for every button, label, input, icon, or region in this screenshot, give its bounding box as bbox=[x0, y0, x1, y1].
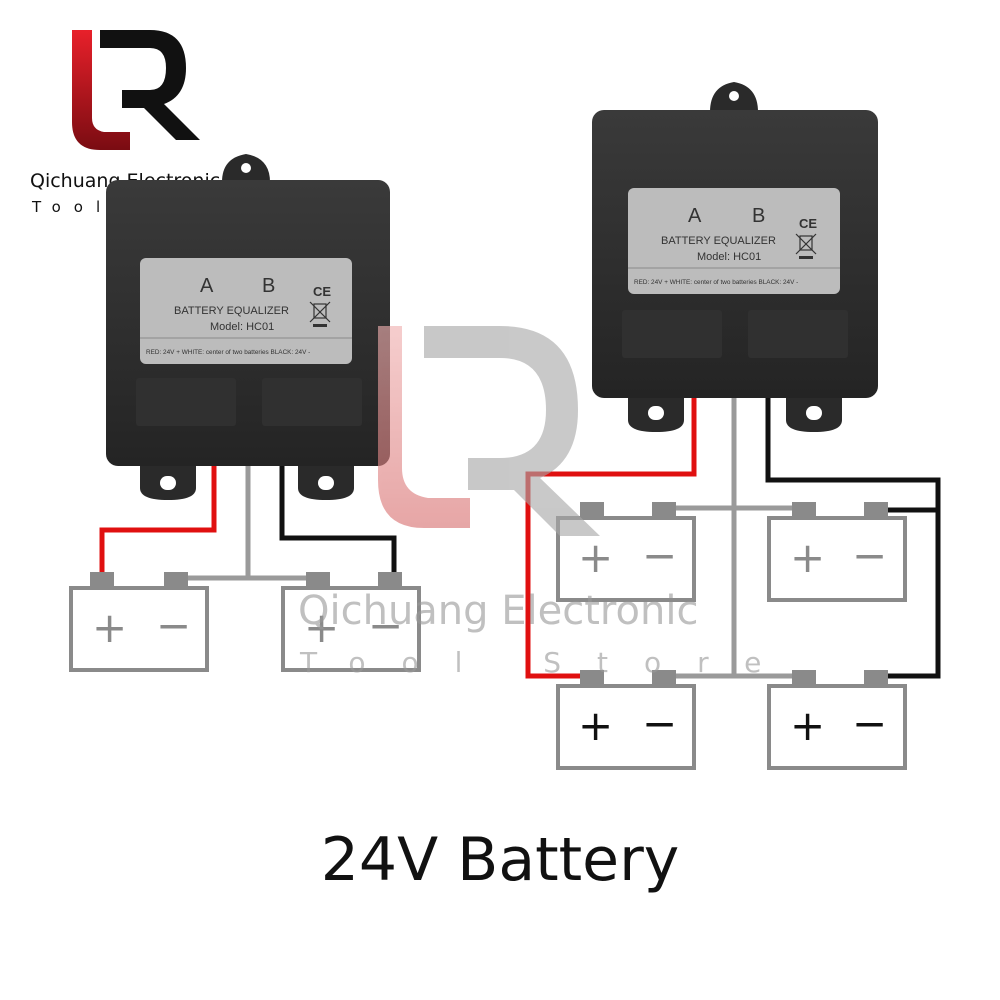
wires-right bbox=[525, 398, 941, 679]
battery-minus: − bbox=[852, 699, 887, 748]
battery-minus: − bbox=[156, 601, 191, 650]
terminal-b-label: B bbox=[752, 205, 765, 227]
watermark-logo-gray bbox=[424, 326, 600, 536]
weee-bin-icon bbox=[309, 301, 331, 327]
ce-mark: CE bbox=[799, 216, 817, 231]
battery-minus: − bbox=[852, 531, 887, 580]
battery-plus: + bbox=[790, 533, 825, 582]
product-name: BATTERY EQUALIZER bbox=[661, 235, 776, 247]
battery-minus: − bbox=[642, 531, 677, 580]
terminal-a-label: A bbox=[688, 205, 702, 227]
battery-minus: − bbox=[642, 699, 677, 748]
watermark: Qichuang Electronic Tool Store bbox=[298, 326, 797, 679]
battery-left-2: + − bbox=[281, 572, 421, 672]
wire-center bbox=[176, 466, 318, 581]
equalizer-device-right: A B CE BATTERY EQUALIZER Model: HC01 RED… bbox=[592, 82, 878, 432]
battery-right-1: + − bbox=[556, 502, 696, 602]
wire-positive bbox=[99, 466, 217, 580]
watermark-name: Qichuang Electronic bbox=[298, 588, 698, 634]
device-label: A B CE BATTERY EQUALIZER Model: HC01 RED… bbox=[140, 258, 352, 364]
battery-right-2: + − bbox=[767, 502, 907, 602]
battery-right-4: + − bbox=[767, 670, 907, 770]
battery-right-3: + − bbox=[556, 670, 696, 770]
logo-mark-dark bbox=[100, 30, 200, 140]
caption: 24V Battery bbox=[321, 825, 680, 895]
wiring-note: RED: 24V + WHITE: center of two batterie… bbox=[634, 279, 798, 286]
battery-plus: + bbox=[304, 603, 339, 652]
logo-mark-red bbox=[72, 30, 130, 150]
terminal-a-label: A bbox=[200, 275, 214, 297]
wire-center bbox=[664, 398, 804, 679]
equalizer-device-left: A B CE BATTERY EQUALIZER Model: HC01 RED… bbox=[106, 154, 390, 500]
watermark-tagline: Tool Store bbox=[299, 646, 797, 679]
battery-plus: + bbox=[92, 603, 127, 652]
model-name: Model: HC01 bbox=[697, 251, 761, 263]
product-name: BATTERY EQUALIZER bbox=[174, 305, 289, 317]
wires-left bbox=[99, 466, 397, 581]
battery-plus: + bbox=[578, 701, 613, 750]
watermark-logo-red bbox=[378, 326, 470, 528]
battery-plus: + bbox=[578, 533, 613, 582]
weee-bin-icon bbox=[795, 233, 817, 259]
ce-mark: CE bbox=[313, 284, 331, 299]
wire-negative bbox=[279, 466, 397, 580]
battery-plus: + bbox=[790, 701, 825, 750]
wiring-note: RED: 24V + WHITE: center of two batterie… bbox=[146, 349, 310, 356]
model-name: Model: HC01 bbox=[210, 321, 274, 333]
terminal-b-label: B bbox=[262, 275, 275, 297]
battery-minus: − bbox=[368, 601, 403, 650]
battery-left-1: + − bbox=[69, 572, 209, 672]
device-label: A B CE BATTERY EQUALIZER Model: HC01 RED… bbox=[628, 188, 840, 294]
